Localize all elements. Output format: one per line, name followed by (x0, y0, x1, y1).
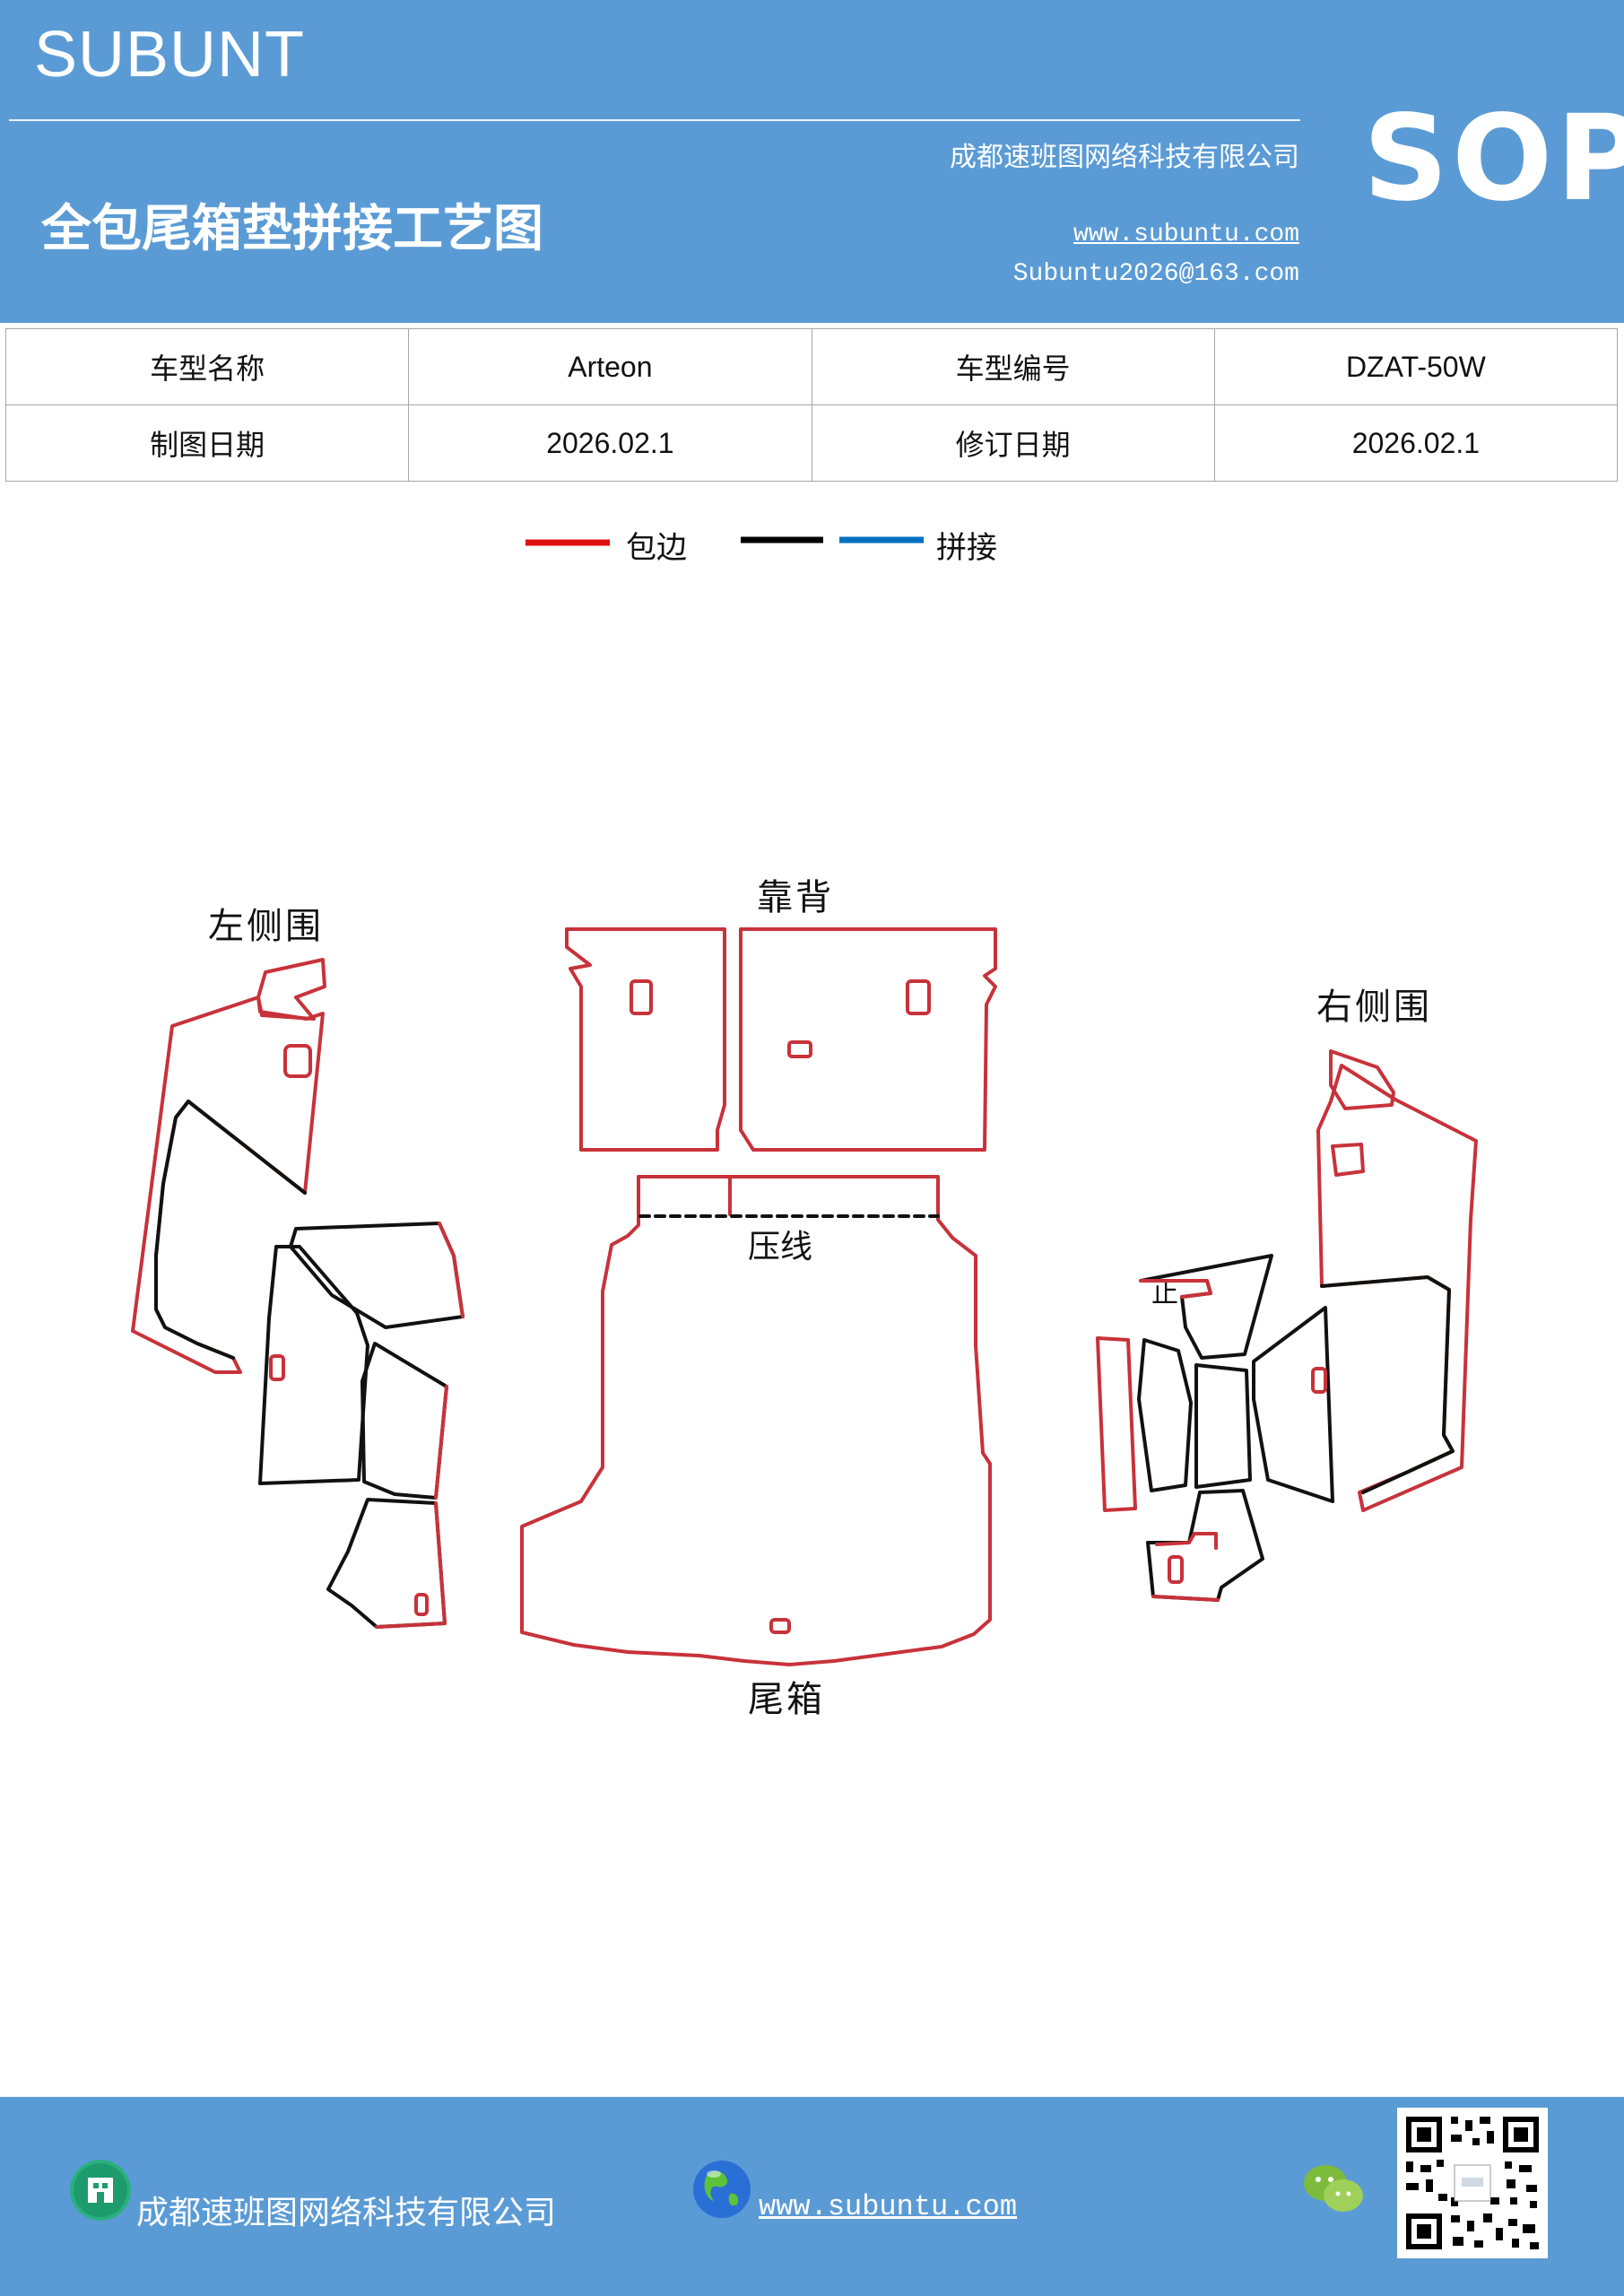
table-row: 车型名称 Arteon 车型编号 DZAT-50W (4, 328, 1619, 405)
left-side-upper-strip-edge (438, 1222, 465, 1318)
label-trunk: 尾箱 (748, 1679, 825, 1720)
right-side-hole (1331, 1143, 1365, 1177)
header-email: Subuntu2026@163.com (1012, 260, 1299, 288)
left-side-lower-strip (360, 1342, 448, 1500)
left-side-middle-strip (258, 1245, 369, 1485)
footer-website-link[interactable]: www.subuntu.com (759, 2190, 1018, 2223)
model-code-value: DZAT-50W (1213, 328, 1619, 405)
sop-badge: SOP (1363, 90, 1624, 228)
footer-company-name: 成都速班图网络科技有限公司 (136, 2195, 557, 2231)
right-side-hole (1168, 1555, 1184, 1584)
right-side-outer-strip (1096, 1336, 1137, 1512)
right-side-splice-line (1320, 1275, 1455, 1494)
right-side-inner-strip (1137, 1338, 1193, 1492)
left-side-lower-strip-edge (434, 1385, 448, 1500)
backrest-hole (630, 979, 653, 1015)
right-side-hole (1311, 1367, 1327, 1394)
qr-code (1397, 2108, 1548, 2258)
header-company-name: 成都速班图网络科技有限公司 (950, 142, 1299, 173)
vehicle-info-table: 车型名称 Arteon 车型编号 DZAT-50W 制图日期 2026.02.1… (4, 328, 1619, 482)
trunk-floor (520, 1175, 992, 1666)
wechat-icon (1304, 2165, 1363, 2212)
trunk-floor-hole (769, 1618, 791, 1634)
right-side-middle-strip (1252, 1306, 1334, 1503)
left-side-hole (414, 1593, 429, 1616)
right-side-top-clip (1329, 1049, 1395, 1110)
revise-date-value: 2026.02.1 (1213, 404, 1619, 482)
header-website-link[interactable]: www.subuntu.com (1073, 221, 1299, 248)
label-stop-mark: 止 (1151, 1278, 1178, 1309)
building-icon (70, 2160, 131, 2221)
label-right-side: 右侧围 (1316, 987, 1432, 1028)
legend-splice-label: 拼接 (936, 530, 997, 566)
backrest-panels (565, 927, 997, 1152)
right-side-bottom-piece-edge (1151, 1532, 1220, 1602)
left-side-hole (269, 1354, 285, 1381)
backrest-left-panel (565, 927, 726, 1152)
revise-date-label: 修订日期 (811, 404, 1215, 482)
right-side-center-strip (1194, 1363, 1252, 1489)
right-side-upper-strip-edge (1139, 1279, 1212, 1299)
backrest-hole (787, 1040, 812, 1058)
globe-icon (693, 2161, 751, 2218)
legend-wrap-label: 包边 (626, 530, 687, 566)
trunk-floor-outline (520, 1175, 992, 1666)
right-side-main-panel (1316, 1064, 1478, 1512)
mat-splice-diagram: 包边 拼接 左侧围 靠背 右侧围 压线 尾箱 止 (131, 530, 1478, 1720)
table-row: 制图日期 2026.02.1 修订日期 2026.02.1 (4, 404, 1619, 482)
model-name-label: 车型名称 (4, 328, 410, 405)
right-side-panels (1096, 1049, 1478, 1602)
left-side-top-clip (256, 958, 326, 1021)
left-side-panels (131, 958, 465, 1629)
brand-logo-text: SUBUNT (34, 19, 306, 91)
model-name-value: Arteon (408, 328, 812, 405)
left-side-bottom-piece-edge (375, 1501, 447, 1629)
left-side-splice-line (154, 1100, 307, 1360)
model-code-label: 车型编号 (811, 328, 1215, 405)
backrest-right-panel (739, 927, 997, 1152)
draw-date-value: 2026.02.1 (408, 404, 812, 482)
footer-banner: 成都速班图网络科技有限公司 www.subuntu.com (0, 2097, 1624, 2296)
backrest-hole (906, 979, 931, 1015)
label-backrest: 靠背 (757, 877, 834, 918)
header-divider (9, 119, 1300, 121)
left-side-upper-strip (289, 1222, 465, 1329)
page-title: 全包尾箱垫拼接工艺图 (41, 199, 543, 258)
label-left-side: 左侧围 (208, 906, 324, 947)
legend: 包边 拼接 (525, 530, 997, 566)
left-side-hole (283, 1044, 312, 1078)
label-press-line: 压线 (748, 1229, 812, 1265)
header-banner: SUBUNT 成都速班图网络科技有限公司 全包尾箱垫拼接工艺图 www.subu… (0, 0, 1624, 323)
draw-date-label: 制图日期 (4, 404, 410, 482)
